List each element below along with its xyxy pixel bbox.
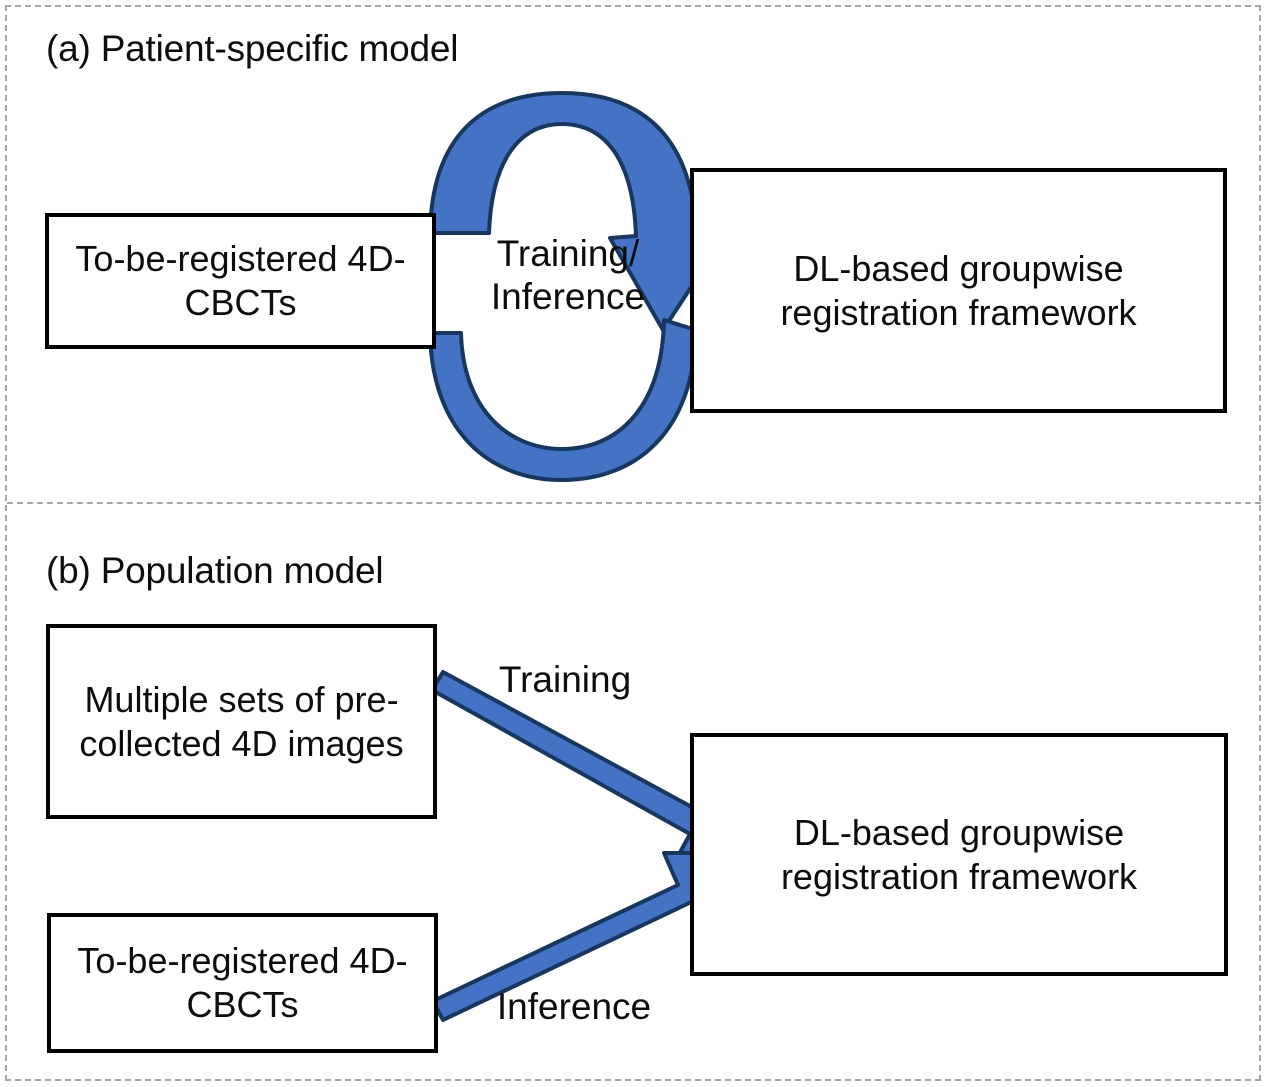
panel-divider-dashed-line [7, 502, 1261, 504]
box-dl-framework-panel-b[interactable]: DL-based groupwise registration framewor… [690, 733, 1228, 976]
training-arrow-label: Training [498, 659, 632, 700]
cycle-arrow-label-training-inference: Training/ Inference [490, 233, 646, 317]
box-label: DL-based groupwise registration framewor… [780, 247, 1137, 333]
panel-b-heading: (b) Population model [46, 550, 384, 591]
box-multiple-sets-4d-images[interactable]: Multiple sets of pre-collected 4D images [46, 624, 437, 819]
box-label: To-be-registered 4D-CBCTs [75, 238, 406, 323]
box-dl-framework-panel-a[interactable]: DL-based groupwise registration framewor… [690, 168, 1227, 413]
cycle-arrow-bottom-arc [428, 318, 698, 482]
box-label: To-be-registered 4D-CBCTs [77, 940, 408, 1025]
panel-a-heading: (a) Patient-specific model [46, 28, 459, 69]
box-label: DL-based groupwise registration framewor… [780, 811, 1138, 897]
box-to-be-registered-cbcts-panel-a[interactable]: To-be-registered 4D-CBCTs [45, 213, 436, 349]
box-to-be-registered-cbcts-panel-b[interactable]: To-be-registered 4D-CBCTs [47, 913, 438, 1053]
box-label: Multiple sets of pre-collected 4D images [79, 678, 404, 764]
inference-arrow-label: Inference [496, 986, 652, 1027]
